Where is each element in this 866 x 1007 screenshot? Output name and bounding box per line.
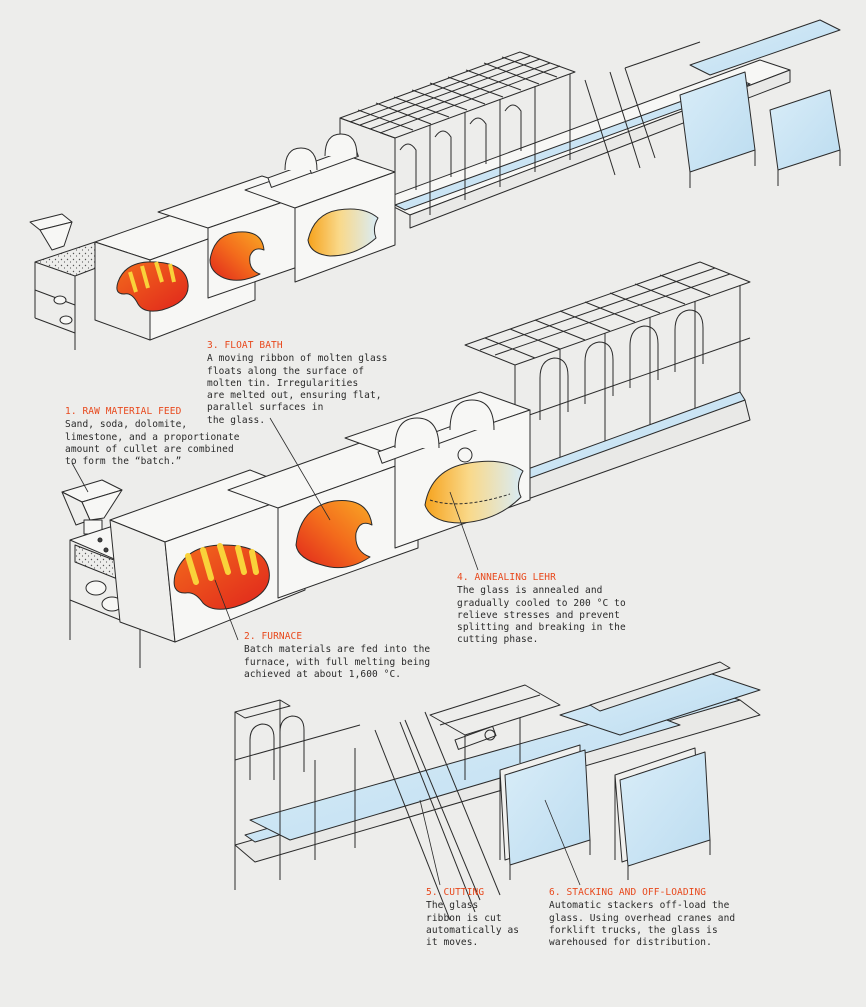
leader-cutting — [419, 799, 441, 886]
callout-title: 2. FURNACE — [244, 631, 303, 642]
main-lehr-entry — [344, 391, 531, 549]
leader-float-bath — [269, 417, 331, 521]
main-float-bath — [227, 439, 419, 599]
bottom-cutting-stacking-line — [234, 661, 761, 921]
top-lehr-entry — [244, 133, 396, 283]
callout-cutting: 5. CUTTING The glass ribbon is cut autom… — [426, 887, 519, 949]
callout-body: A moving ribbon of molten glass floats a… — [207, 353, 388, 426]
top-overview-line — [29, 19, 841, 350]
callout-stacking: 6. STACKING AND OFF-LOADING Automatic st… — [549, 887, 735, 949]
bottom-cutting-frame — [374, 684, 561, 921]
top-cutting-and-stacks — [584, 19, 841, 188]
callout-body: The glass ribbon is cut automatically as… — [426, 900, 520, 949]
callout-float-bath: 3. FLOAT BATH A moving ribbon of molten … — [207, 340, 387, 427]
main-float-bath-glass — [295, 500, 373, 569]
callout-title: 5. CUTTING — [426, 887, 485, 898]
callout-title: 6. STACKING AND OFF-LOADING — [549, 887, 707, 898]
callout-title: 1. RAW MATERIAL FEED — [65, 406, 182, 417]
main-line — [61, 261, 751, 668]
leader-stacking — [544, 799, 581, 886]
callout-body: Batch materials are fed into the furnace… — [244, 644, 431, 680]
leader-raw-material — [71, 462, 89, 493]
main-conveyor — [519, 399, 751, 501]
callout-title: 3. FLOAT BATH — [207, 340, 283, 351]
leader-annealing — [449, 491, 479, 571]
bottom-lehr-end — [234, 699, 361, 890]
callout-leader-lines — [71, 417, 581, 886]
main-furnace — [109, 469, 306, 643]
bottom-stacker-2 — [614, 747, 711, 880]
bottom-stacker-1 — [499, 744, 591, 880]
callout-body: Automatic stackers off-load the glass. U… — [549, 900, 736, 949]
callout-body: Sand, soda, dolomite, limestone, and a p… — [65, 419, 240, 468]
callout-raw-material-feed: 1. RAW MATERIAL FEED Sand, soda, dolomit… — [65, 406, 240, 468]
main-lehr-glass — [424, 460, 524, 524]
callout-annealing-lehr: 4. ANNEALING LEHR The glass is annealed … — [457, 572, 626, 647]
callout-furnace: 2. FURNACE Batch materials are fed into … — [244, 631, 430, 681]
main-furnace-flame — [173, 544, 270, 610]
callout-title: 4. ANNEALING LEHR — [457, 572, 556, 583]
callout-body: The glass is annealed and gradually cool… — [457, 585, 626, 646]
leader-furnace — [214, 579, 239, 641]
